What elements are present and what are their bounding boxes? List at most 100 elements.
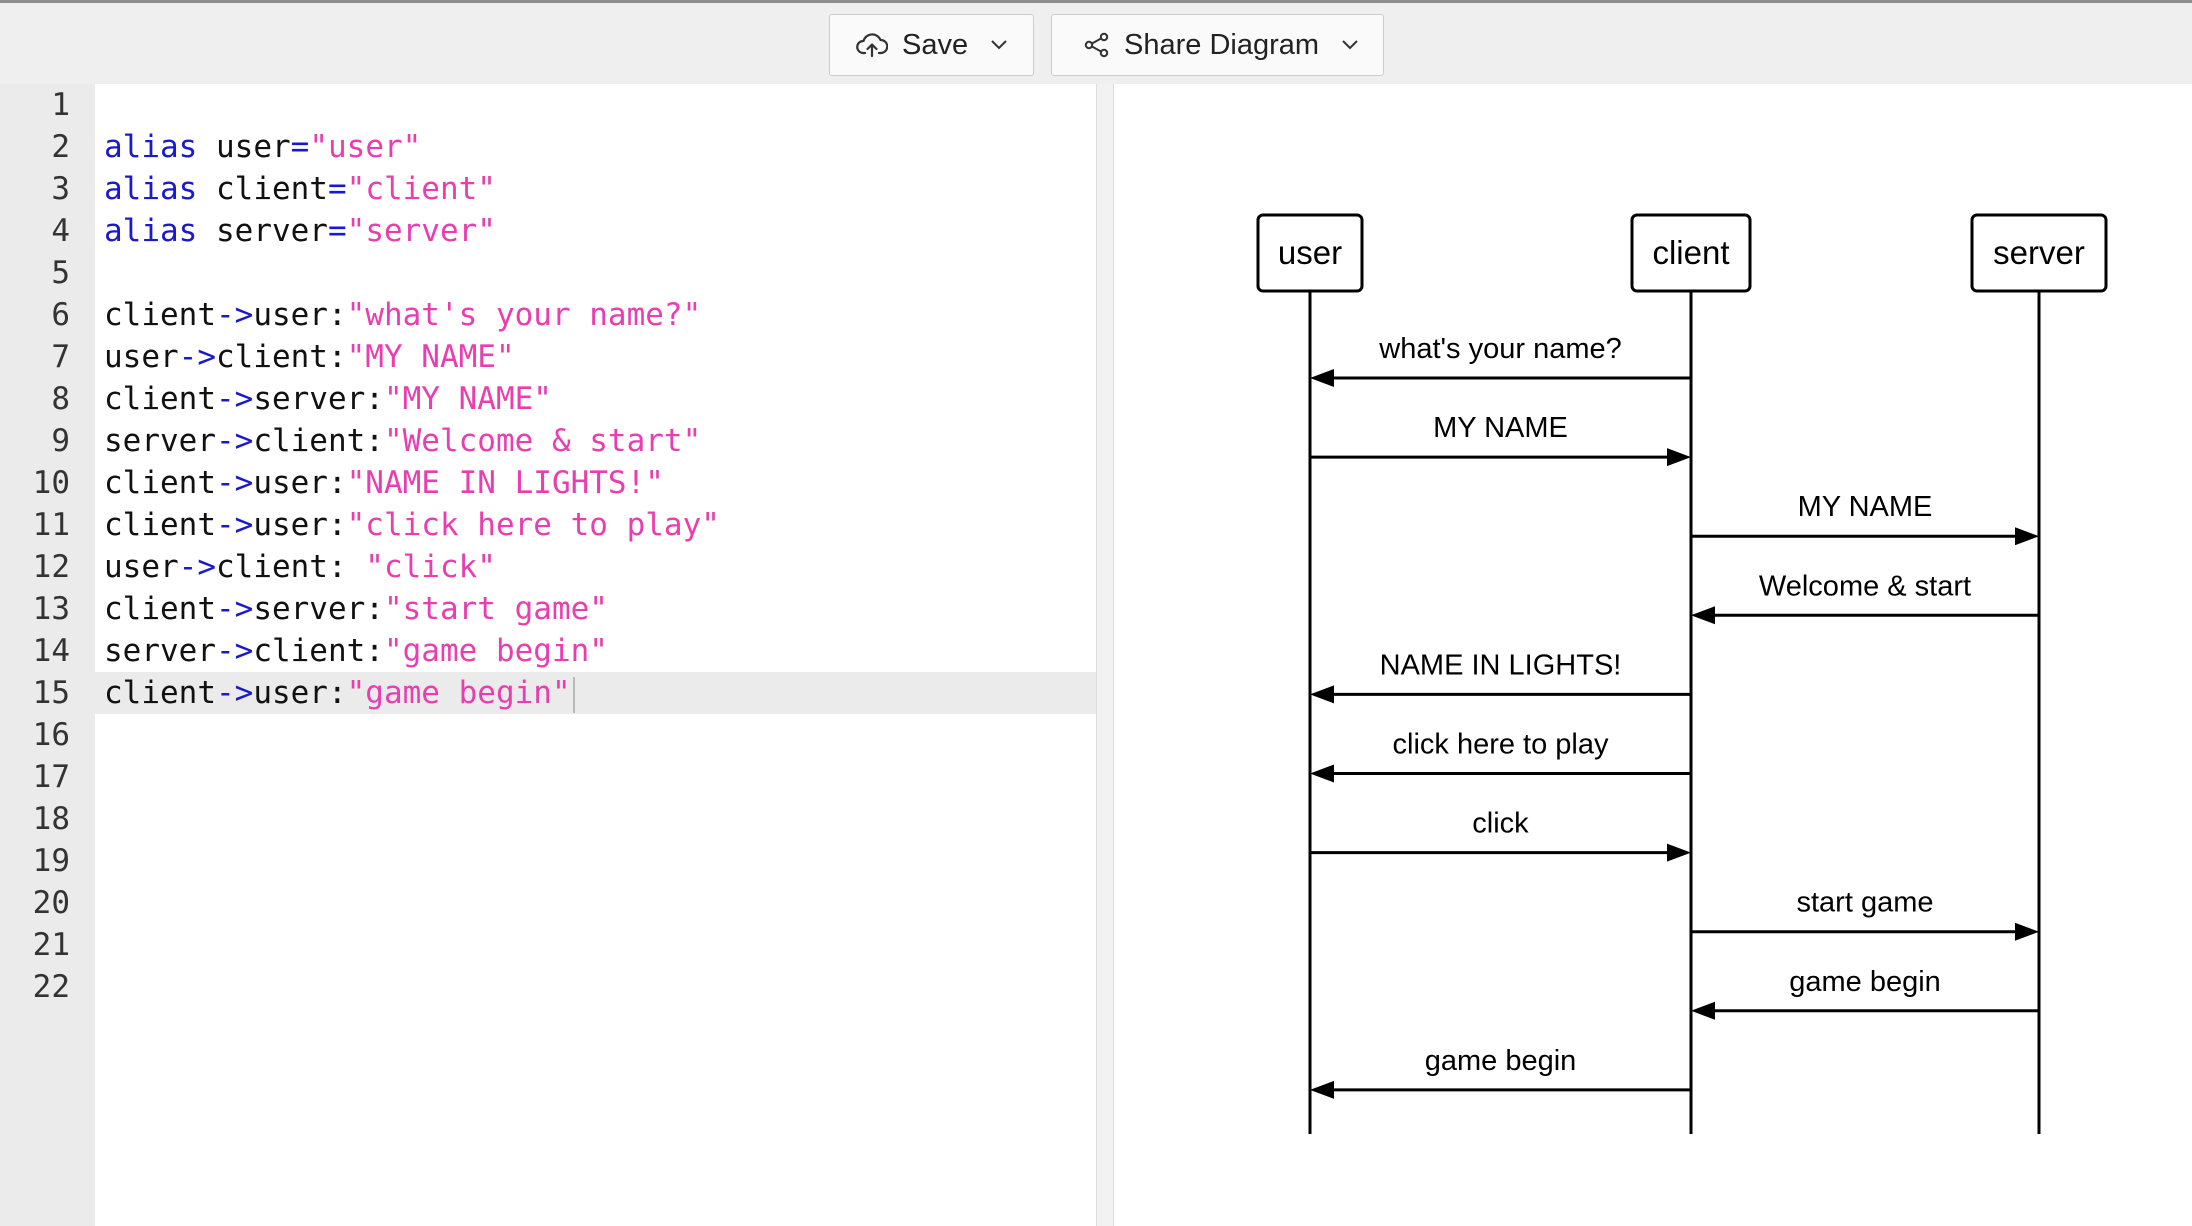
code-line[interactable]: 1 (0, 84, 1096, 126)
line-number: 17 (32, 759, 70, 795)
line-number: 11 (32, 507, 70, 543)
code-token: = (327, 213, 347, 249)
code-token: client (104, 507, 216, 543)
code-token: -> (215, 507, 254, 543)
line-number: 1 (51, 87, 70, 123)
arrowhead (1667, 448, 1691, 467)
line-number: 22 (32, 969, 70, 1005)
line-number: 7 (51, 339, 70, 375)
arrowhead (1691, 606, 1715, 625)
code-token: client (104, 465, 216, 501)
code-token: "NAME IN LIGHTS!" (346, 465, 664, 501)
line-number: 13 (32, 591, 70, 627)
code-line[interactable]: 17 (0, 756, 1096, 798)
code-token: client (104, 381, 216, 417)
arrowhead (1691, 1001, 1715, 1020)
code-token: server (104, 633, 216, 669)
cloud-upload-icon (856, 33, 888, 58)
chevron-down-icon (991, 40, 1007, 50)
code-text: alias server="server" (104, 210, 496, 252)
line-number: 14 (32, 633, 70, 669)
code-token: alias (104, 171, 198, 207)
line-number: 5 (51, 255, 70, 291)
code-text: alias client="client" (104, 168, 496, 210)
code-line[interactable]: 3 alias client="client" (0, 168, 1096, 210)
code-token: user (104, 549, 179, 585)
code-token: "click" (365, 549, 496, 585)
code-token: client: (215, 339, 347, 375)
message-label: click here to play (1393, 729, 1609, 761)
message-label: game begin (1425, 1045, 1577, 1077)
code-line[interactable]: 7 user->client:"MY NAME" (0, 336, 1096, 378)
message-label: click (1472, 808, 1529, 840)
code-token: "what's your name?" (346, 297, 702, 333)
line-number: 18 (32, 801, 70, 837)
line-number: 4 (51, 213, 70, 249)
share-diagram-label: Share Diagram (1124, 28, 1320, 61)
code-line[interactable]: 22 (0, 966, 1096, 1008)
code-token: client (197, 171, 328, 207)
code-token: client: (253, 423, 384, 459)
code-token: "MY NAME" (383, 381, 552, 417)
message-label: MY NAME (1433, 412, 1568, 444)
code-token: "click here to play" (346, 507, 720, 543)
arrowhead (2015, 922, 2039, 941)
line-number: 19 (32, 843, 70, 879)
code-token: user (197, 129, 291, 165)
code-line[interactable]: 21 (0, 924, 1096, 966)
participant-box-client (1630, 213, 1752, 293)
code-line[interactable]: 5 (0, 252, 1096, 294)
code-line[interactable]: 18 (0, 798, 1096, 840)
chevron-down-icon (1342, 40, 1358, 50)
code-token: server: (253, 591, 384, 627)
code-token: -> (215, 465, 254, 501)
code-token: server (104, 423, 216, 459)
code-line[interactable]: 16 (0, 714, 1096, 756)
code-token: "game begin" (383, 633, 608, 669)
arrowhead (1310, 764, 1334, 783)
code-token: user: (253, 507, 347, 543)
line-number: 21 (32, 927, 70, 963)
code-text: client->user:"NAME IN LIGHTS!" (104, 462, 664, 504)
code-token: -> (215, 633, 254, 669)
code-token: "start game" (383, 591, 608, 627)
code-line[interactable]: 20 (0, 882, 1096, 924)
code-text: user->client:"MY NAME" (104, 336, 515, 378)
code-token: "Welcome & start" (383, 423, 702, 459)
code-line[interactable]: 4 alias server="server" (0, 210, 1096, 252)
message-label: Welcome & start (1759, 570, 1971, 602)
code-line[interactable]: 11 client->user:"click here to play" (0, 504, 1096, 546)
code-token: = (290, 129, 310, 165)
code-token: user (104, 339, 179, 375)
line-number: 2 (51, 129, 70, 165)
pane-splitter[interactable] (1096, 84, 1114, 1226)
line-number: 3 (51, 171, 70, 207)
code-token: = (327, 171, 347, 207)
share-diagram-button[interactable]: Share Diagram (1051, 14, 1384, 76)
message-label: NAME IN LIGHTS! (1380, 649, 1622, 681)
code-token: -> (215, 297, 254, 333)
code-token: client: (215, 549, 366, 585)
code-text: client->server:"start game" (104, 588, 608, 630)
arrowhead (1310, 1080, 1334, 1099)
code-token: server (197, 213, 328, 249)
code-line[interactable]: 13 client->server:"start game" (0, 588, 1096, 630)
code-text: user->client: "click" (104, 546, 496, 588)
save-button[interactable]: Save (829, 14, 1034, 76)
code-text: client->server:"MY NAME" (104, 378, 552, 420)
code-token: "game begin" (346, 675, 571, 711)
code-line[interactable]: 19 (0, 840, 1096, 882)
arrowhead (1310, 685, 1334, 704)
code-token: -> (178, 549, 216, 585)
code-token: -> (215, 381, 254, 417)
